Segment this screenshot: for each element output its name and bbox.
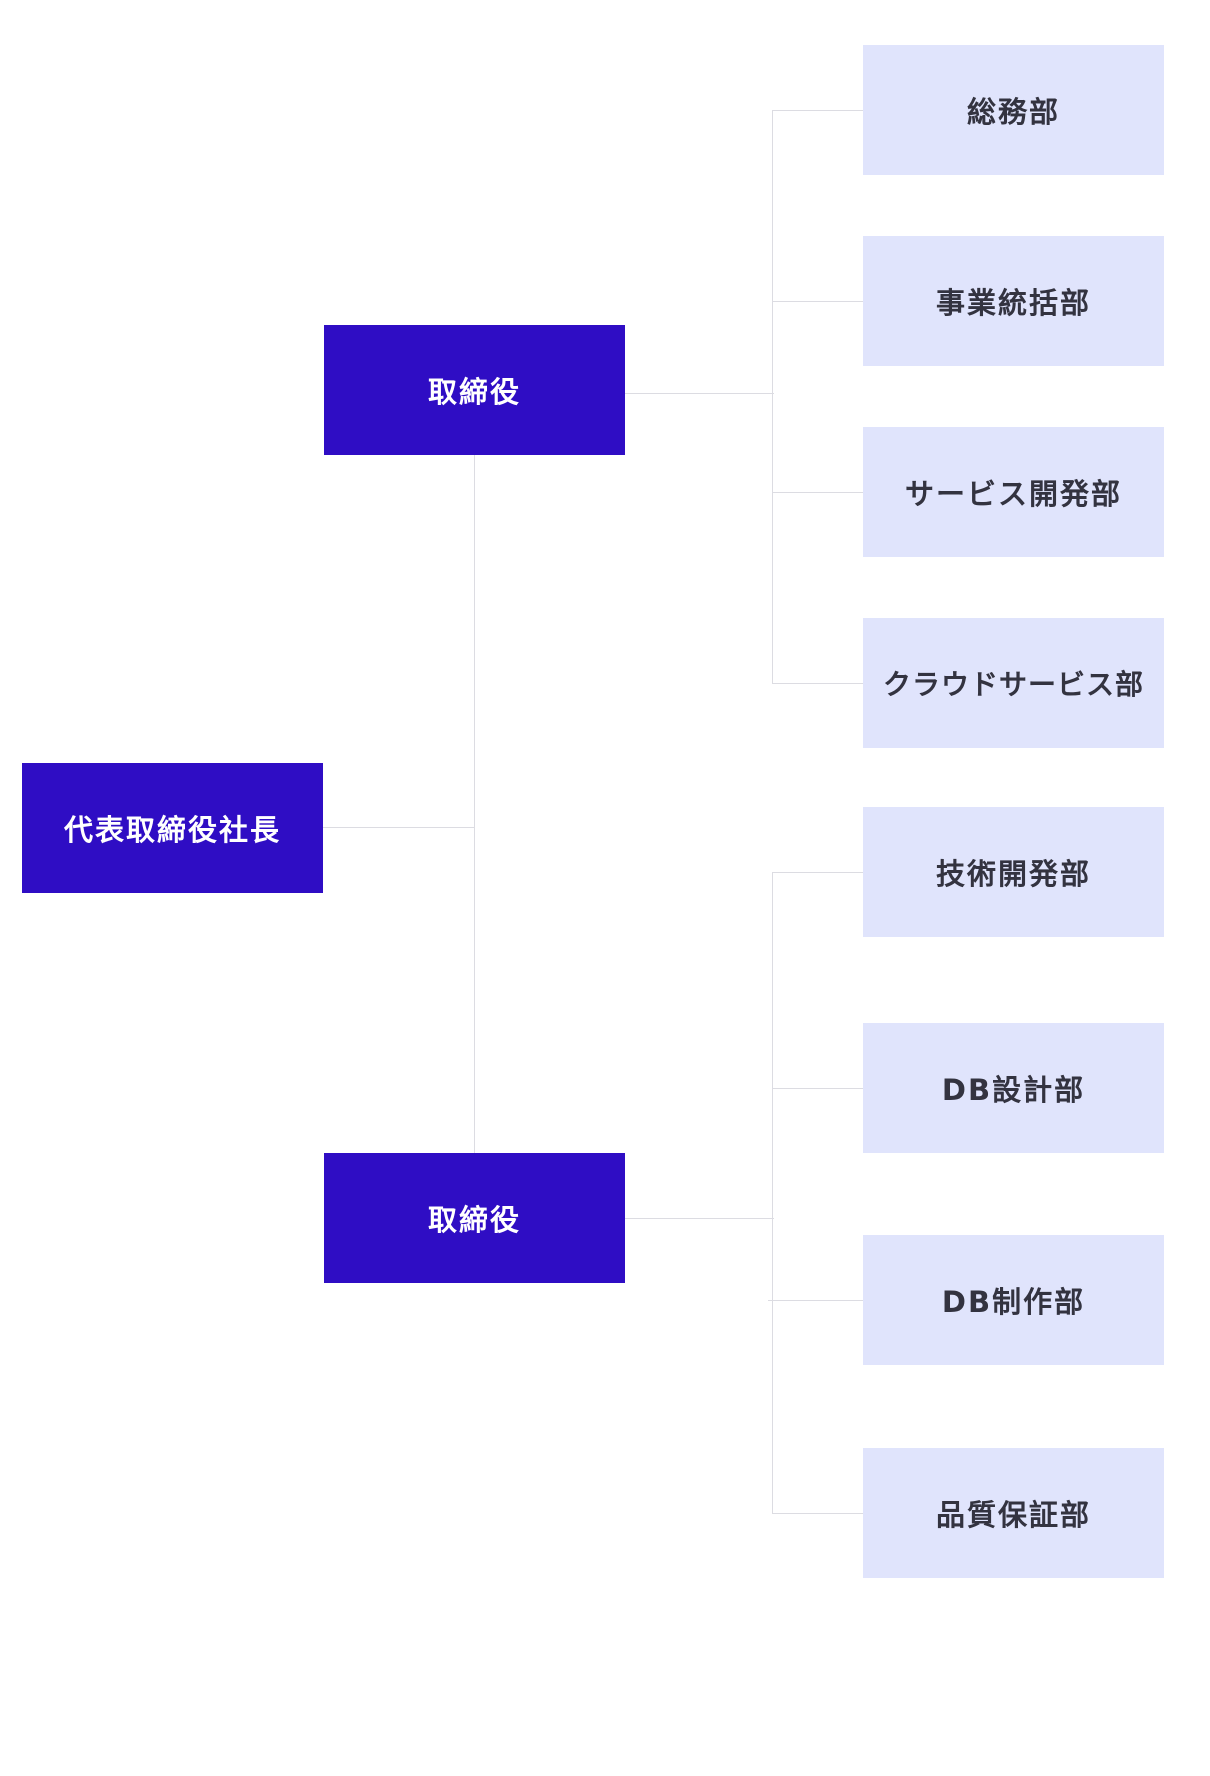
connector-dept-2 xyxy=(772,301,863,302)
connector-president xyxy=(323,827,475,828)
connector-dept-7 xyxy=(768,1300,863,1301)
department-box-quality-assurance: 品質保証部 xyxy=(863,1448,1164,1578)
connector-director-2 xyxy=(624,1218,774,1219)
director-box-1: 取締役 xyxy=(324,325,625,455)
president-box: 代表取締役社長 xyxy=(22,763,323,893)
connector-dept-1 xyxy=(772,110,863,111)
connector-dept-4 xyxy=(772,683,863,684)
department-label: 品質保証部 xyxy=(935,1498,1091,1532)
connector-director-1 xyxy=(624,393,774,394)
department-label: 技術開発部 xyxy=(935,857,1091,891)
department-box-general-affairs: 総務部 xyxy=(863,45,1164,175)
department-label: クラウドサービス部 xyxy=(882,668,1144,701)
director-label: 取締役 xyxy=(427,375,521,409)
department-box-service-development: サービス開発部 xyxy=(863,427,1164,557)
director-label: 取締役 xyxy=(427,1203,521,1237)
department-label: サービス開発部 xyxy=(904,477,1122,511)
connector-directors-trunk xyxy=(474,455,475,1153)
president-label: 代表取締役社長 xyxy=(63,813,281,847)
department-box-db-production: DB制作部 xyxy=(863,1235,1164,1365)
connector-director-1-trunk xyxy=(772,110,773,683)
connector-dept-3 xyxy=(772,492,863,493)
connector-dept-6 xyxy=(772,1088,863,1089)
department-box-db-design: DB設計部 xyxy=(863,1023,1164,1153)
department-box-cloud-service: クラウドサービス部 xyxy=(863,618,1164,748)
connector-dept-8 xyxy=(772,1513,863,1514)
department-box-business-management: 事業統括部 xyxy=(863,236,1164,366)
department-label: DB制作部 xyxy=(941,1285,1086,1319)
department-label: DB設計部 xyxy=(941,1073,1086,1107)
connector-director-2-trunk xyxy=(772,872,773,1514)
director-box-2: 取締役 xyxy=(324,1153,625,1283)
department-label: 総務部 xyxy=(966,95,1060,129)
department-box-technology-development: 技術開発部 xyxy=(863,807,1164,937)
department-label: 事業統括部 xyxy=(935,286,1091,320)
connector-dept-5 xyxy=(772,872,863,873)
